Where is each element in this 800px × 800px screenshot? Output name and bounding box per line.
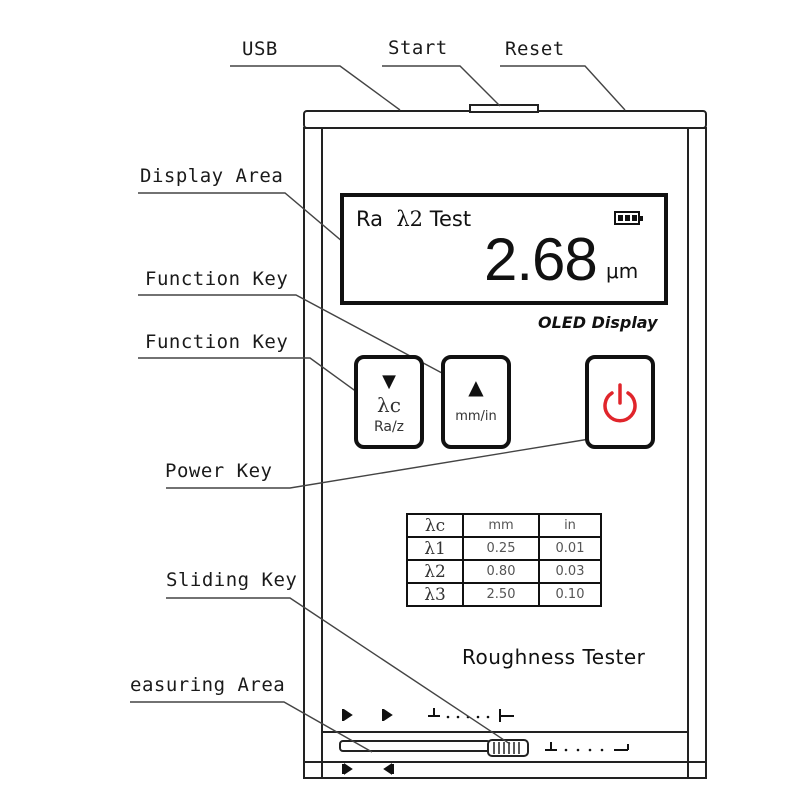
power-key[interactable] bbox=[585, 355, 655, 449]
table-header-row: λc mm in bbox=[406, 513, 602, 538]
top-cap bbox=[303, 110, 707, 129]
oled-screen: Ra λ2 Test 2.68 μm bbox=[340, 193, 668, 305]
key-lambda-c: λc bbox=[377, 393, 401, 417]
table-cell: 2.50 bbox=[462, 582, 540, 607]
measuring-strip bbox=[321, 731, 689, 763]
reset-leader bbox=[500, 65, 626, 111]
cutoff-table: λc mm in λ1 0.25 0.01 λ2 0.80 0.03 λ3 2.… bbox=[406, 513, 602, 607]
screen-mode: Test bbox=[429, 207, 472, 231]
slider-knob bbox=[487, 739, 529, 757]
table-cell: mm bbox=[462, 513, 540, 538]
table-cell: λ2 bbox=[406, 559, 464, 584]
table-cell: 0.01 bbox=[538, 536, 602, 561]
table-cell: 0.03 bbox=[538, 559, 602, 584]
table-cell: in bbox=[538, 513, 602, 538]
lambda-down-key[interactable]: ▼ λc Ra/z bbox=[354, 355, 424, 449]
key-mm-in: mm/in bbox=[455, 409, 497, 424]
key-ra-z: Ra/z bbox=[373, 419, 405, 435]
screen-lambda: λ2 bbox=[396, 207, 424, 231]
device-name: Roughness Tester bbox=[462, 645, 646, 669]
table-cell: λ3 bbox=[406, 582, 464, 607]
usb-leader bbox=[230, 65, 401, 111]
function-key-2-leader bbox=[138, 357, 373, 404]
start-button-top bbox=[469, 104, 539, 113]
function-key-1-callout: Function Key bbox=[145, 268, 289, 290]
screen-value: 2.68 bbox=[484, 226, 598, 293]
table-row: λ2 0.80 0.03 bbox=[406, 559, 602, 584]
table-row: λ1 0.25 0.01 bbox=[406, 536, 602, 561]
power-key-leader bbox=[166, 435, 609, 489]
power-icon bbox=[603, 383, 637, 423]
sliding-key-leader bbox=[166, 597, 511, 745]
table-row: λ3 2.50 0.10 bbox=[406, 582, 602, 607]
battery-full-icon bbox=[614, 211, 643, 225]
unit-up-key[interactable]: ▲ mm/in bbox=[441, 355, 511, 449]
up-arrow-icon: ▲ bbox=[468, 375, 484, 399]
table-cell: λ1 bbox=[406, 536, 464, 561]
down-arrow-icon: ▼ bbox=[382, 371, 396, 392]
table-cell: 0.10 bbox=[538, 582, 602, 607]
start-leader bbox=[382, 65, 501, 107]
start-callout: Start bbox=[388, 37, 448, 59]
screen-unit: μm bbox=[606, 259, 639, 283]
measuring-area-leader bbox=[130, 701, 373, 753]
display-area-callout: Display Area bbox=[140, 165, 284, 187]
measuring-area-callout: easuring Area bbox=[130, 674, 286, 696]
oled-display-label: OLED Display bbox=[538, 313, 658, 332]
table-cell: 0.25 bbox=[462, 536, 540, 561]
usb-callout: USB bbox=[242, 38, 278, 60]
table-cell: 0.80 bbox=[462, 559, 540, 584]
table-cell: λc bbox=[406, 513, 464, 538]
screen-mode-line: Ra λ2 Test bbox=[356, 207, 471, 231]
function-key-2-callout: Function Key bbox=[145, 331, 289, 353]
sliding-key-callout: Sliding Key bbox=[166, 569, 298, 591]
screen-parameter: Ra bbox=[356, 207, 383, 231]
reset-callout: Reset bbox=[505, 38, 565, 60]
power-key-callout: Power Key bbox=[165, 460, 273, 482]
